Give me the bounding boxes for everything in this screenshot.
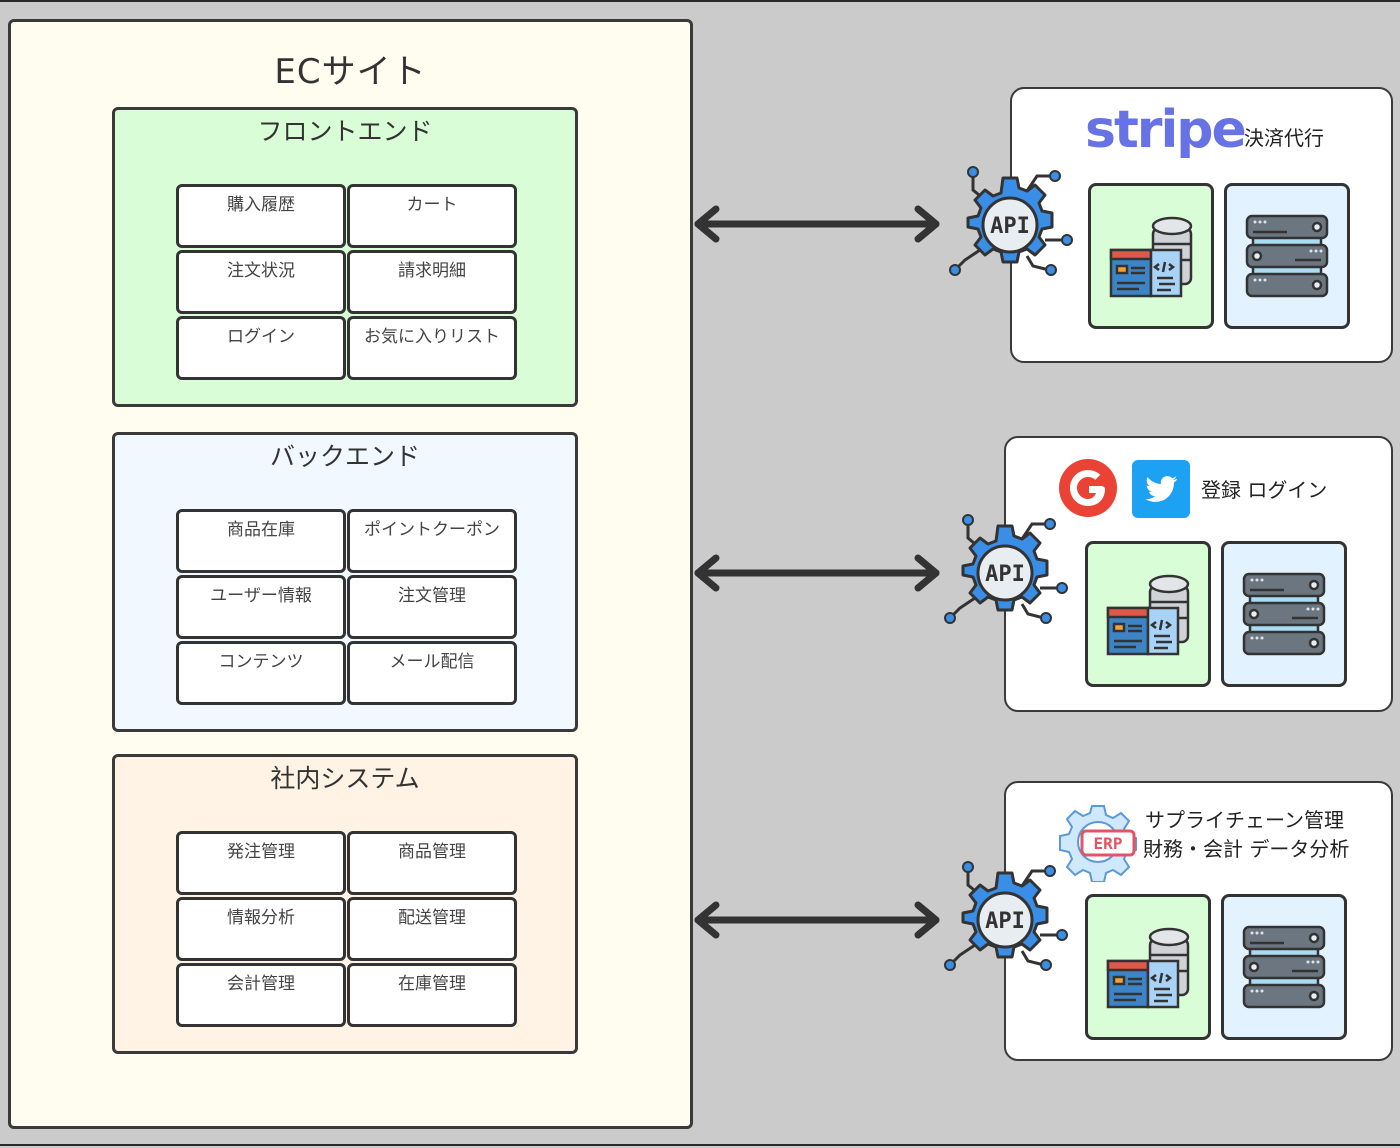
svg-text:API: API — [990, 214, 1030, 239]
svg-text:API: API — [985, 909, 1025, 934]
web-app-database-icon — [1106, 927, 1190, 1009]
backend-title: バックエンド — [269, 442, 420, 471]
server-rack-tile — [1221, 894, 1347, 1040]
web-app-database-tile — [1085, 894, 1211, 1040]
internal-system-group: 社内システム 発注管理 商品管理 情報分析 配送管理 会計管理 在庫管理 — [112, 754, 578, 1054]
frontend-group: フロントエンド 購入履歴 カート 注文状況 請求明細 ログイン お気に入りリスト — [112, 107, 578, 407]
google-icon — [1058, 458, 1118, 518]
frontend-title: フロントエンド — [257, 117, 433, 146]
internal-item: 発注管理 — [176, 831, 346, 895]
erp-service-label: サプライチェーン管理 財務・会計 データ分析 — [1143, 806, 1349, 864]
bidirectional-arrow-stripe — [690, 204, 945, 244]
web-app-database-icon — [1106, 574, 1190, 656]
frontend-item: 請求明細 — [347, 250, 517, 314]
backend-item: 注文管理 — [347, 575, 517, 639]
backend-item: 商品在庫 — [176, 509, 346, 573]
stripe-logo: stripe — [1085, 100, 1247, 160]
ec-site-title: ECサイト — [274, 52, 427, 92]
frontend-item: 購入履歴 — [176, 184, 346, 248]
internal-item: 在庫管理 — [347, 963, 517, 1027]
server-rack-tile — [1224, 183, 1350, 329]
frontend-item: お気に入りリスト — [347, 316, 517, 380]
erp-label-line-2: 財務・会計 データ分析 — [1143, 837, 1350, 861]
web-app-database-icon — [1109, 216, 1193, 298]
erp-gear-icon: ERP — [1058, 802, 1138, 883]
api-gear-icon-social: API — [940, 508, 1070, 638]
api-gear-icon-erp: API — [940, 855, 1070, 985]
backend-group: バックエンド 商品在庫 ポイントクーポン ユーザー情報 注文管理 コンテンツ メ… — [112, 432, 578, 732]
frontend-item: ログイン — [176, 316, 346, 380]
social-service-label: 登録 ログイン — [1201, 478, 1328, 502]
twitter-icon — [1132, 460, 1190, 518]
backend-item: ポイントクーポン — [347, 509, 517, 573]
bidirectional-arrow-erp — [690, 900, 945, 940]
backend-item: メール配信 — [347, 641, 517, 705]
backend-item: ユーザー情報 — [176, 575, 346, 639]
bottom-border — [0, 1144, 1400, 1146]
frontend-item: 注文状況 — [176, 250, 346, 314]
erp-label-line-1: サプライチェーン管理 — [1145, 808, 1344, 832]
stripe-service-label: 決済代行 — [1244, 126, 1324, 150]
web-app-database-tile — [1088, 183, 1214, 329]
server-rack-icon — [1242, 572, 1326, 656]
internal-item: 商品管理 — [347, 831, 517, 895]
internal-item: 配送管理 — [347, 897, 517, 961]
web-app-database-tile — [1085, 541, 1211, 687]
frontend-item: カート — [347, 184, 517, 248]
top-border — [0, 0, 1400, 2]
backend-item: コンテンツ — [176, 641, 346, 705]
svg-text:API: API — [985, 562, 1025, 587]
erp-text: ERP — [1094, 834, 1123, 853]
api-gear-icon-stripe: API — [945, 160, 1075, 290]
server-rack-icon — [1245, 214, 1329, 298]
internal-item: 会計管理 — [176, 963, 346, 1027]
server-rack-tile — [1221, 541, 1347, 687]
internal-system-title: 社内システム — [270, 764, 420, 793]
server-rack-icon — [1242, 925, 1326, 1009]
bidirectional-arrow-social — [690, 553, 945, 593]
internal-item: 情報分析 — [176, 897, 346, 961]
